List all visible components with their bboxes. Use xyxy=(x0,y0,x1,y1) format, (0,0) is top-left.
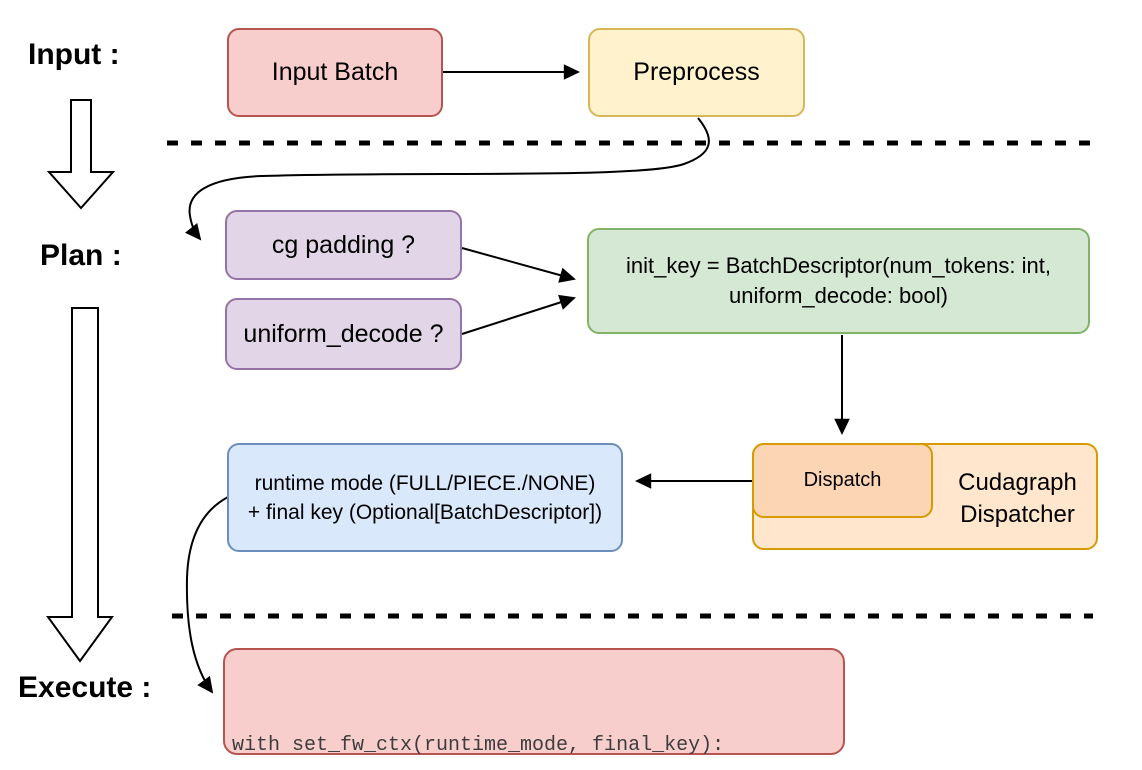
arrow-preprocess-to-cgpadding xyxy=(185,117,710,241)
node-input-batch-label: Input Batch xyxy=(271,58,399,86)
node-cg-padding-label: cg padding ? xyxy=(271,230,416,259)
node-execute-code: with set_fw_ctx(runtime_mode, final_key)… xyxy=(223,648,845,757)
arrow-cgpadding-to-initkey xyxy=(461,247,576,283)
node-cudagraph-dispatcher-line2: Dispatcher xyxy=(960,500,1075,528)
section-label-input: Input : xyxy=(28,38,120,71)
node-runtime-mode-line1: runtime mode (FULL/PIECE./NONE) xyxy=(254,471,596,495)
node-dispatch-label: Dispatch xyxy=(803,469,882,491)
node-cg-padding: cg padding ? xyxy=(225,210,462,280)
node-runtime-mode: runtime mode (FULL/PIECE./NONE) + final … xyxy=(227,443,623,552)
node-runtime-mode-line2: + final key (Optional[BatchDescriptor]) xyxy=(247,500,603,524)
node-dispatch: Dispatch xyxy=(752,443,933,518)
execute-code-line1: with set_fw_ctx(runtime_mode, final_key)… xyxy=(232,734,725,757)
section-label-plan: Plan : xyxy=(40,239,122,272)
node-preprocess-label: Preprocess xyxy=(633,58,760,86)
node-init-key-line1: init_key = BatchDescriptor(num_tokens: i… xyxy=(626,253,1051,278)
node-preprocess: Preprocess xyxy=(588,28,805,117)
node-cudagraph-dispatcher-line1: Cudagraph xyxy=(958,468,1077,496)
node-init-key: init_key = BatchDescriptor(num_tokens: i… xyxy=(587,228,1090,334)
node-input-batch: Input Batch xyxy=(227,28,443,117)
section-label-execute: Execute : xyxy=(18,671,152,704)
plan-to-execute-arrow-icon xyxy=(46,307,114,663)
input-to-plan-arrow-icon xyxy=(46,99,116,210)
node-uniform-decode: uniform_decode ? xyxy=(225,298,462,370)
node-uniform-decode-label: uniform_decode ? xyxy=(243,319,444,348)
arrow-uniformdecode-to-initkey xyxy=(461,294,576,335)
arrow-runtimemode-to-code xyxy=(185,496,229,694)
node-init-key-line2: uniform_decode: bool) xyxy=(729,283,948,308)
